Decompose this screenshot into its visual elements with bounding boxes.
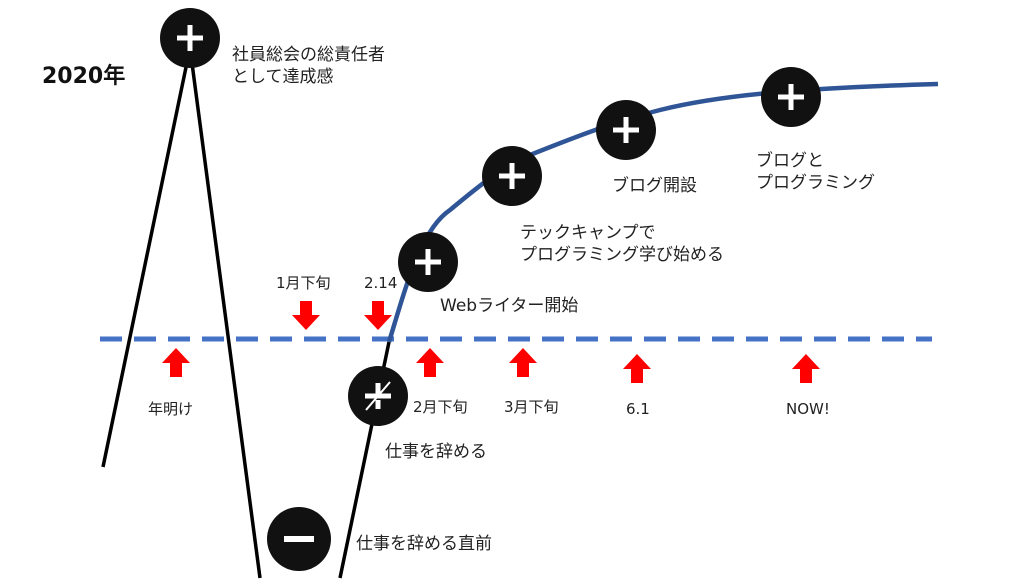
down-arrow-feb14 <box>364 301 392 330</box>
plus-icon <box>398 232 458 292</box>
event-label-quit: 仕事を辞める <box>385 442 487 462</box>
minus-icon <box>267 507 331 571</box>
rise-line <box>101 47 192 468</box>
plus-icon <box>160 8 220 68</box>
down-arrow-late-jan <box>292 301 320 330</box>
date-label-late-jan: 1月下旬 <box>276 274 331 292</box>
plus-icon <box>596 100 656 160</box>
event-line-1: テックキャンプで <box>520 223 656 243</box>
date-label-new-year: 年明け <box>148 400 194 418</box>
up-arrow-new-year <box>162 348 190 377</box>
event-label-plus-top: 社員総会の総責任者 として達成感 <box>232 44 385 88</box>
date-label-now: NOW! <box>786 400 830 418</box>
plus-icon <box>482 146 542 206</box>
event-label-web-writer: Webライター開始 <box>440 296 579 316</box>
event-label-techcamp: テックキャンプで プログラミング学び始める <box>520 222 724 266</box>
event-line-2: プログラミング学び始める <box>520 245 724 265</box>
date-label-jun1: 6.1 <box>626 400 650 418</box>
up-arrow-now <box>792 354 820 383</box>
fall-line <box>188 47 262 579</box>
date-label-late-feb: 2月下旬 <box>413 398 468 416</box>
date-label-feb14: 2.14 <box>364 274 398 292</box>
event-line-2: として達成感 <box>232 67 334 87</box>
date-label-late-mar: 3月下旬 <box>504 398 559 416</box>
up-arrow-late-mar <box>509 348 537 377</box>
event-label-quit-prior: 仕事を辞める直前 <box>356 534 492 554</box>
year-title: 2020年 <box>42 64 126 89</box>
event-line-1: 社員総会の総責任者 <box>232 45 385 65</box>
event-label-blog-open: ブログ開設 <box>612 176 697 196</box>
up-arrow-jun1 <box>623 354 651 383</box>
plus-icon <box>761 67 821 127</box>
plus-minus-icon <box>348 366 408 426</box>
up-arrow-late-feb <box>416 348 444 377</box>
event-line-2: プログラミング <box>756 173 875 193</box>
event-line-1: ブログと <box>756 151 824 171</box>
event-label-blog-prog: ブログと プログラミング <box>756 150 875 194</box>
